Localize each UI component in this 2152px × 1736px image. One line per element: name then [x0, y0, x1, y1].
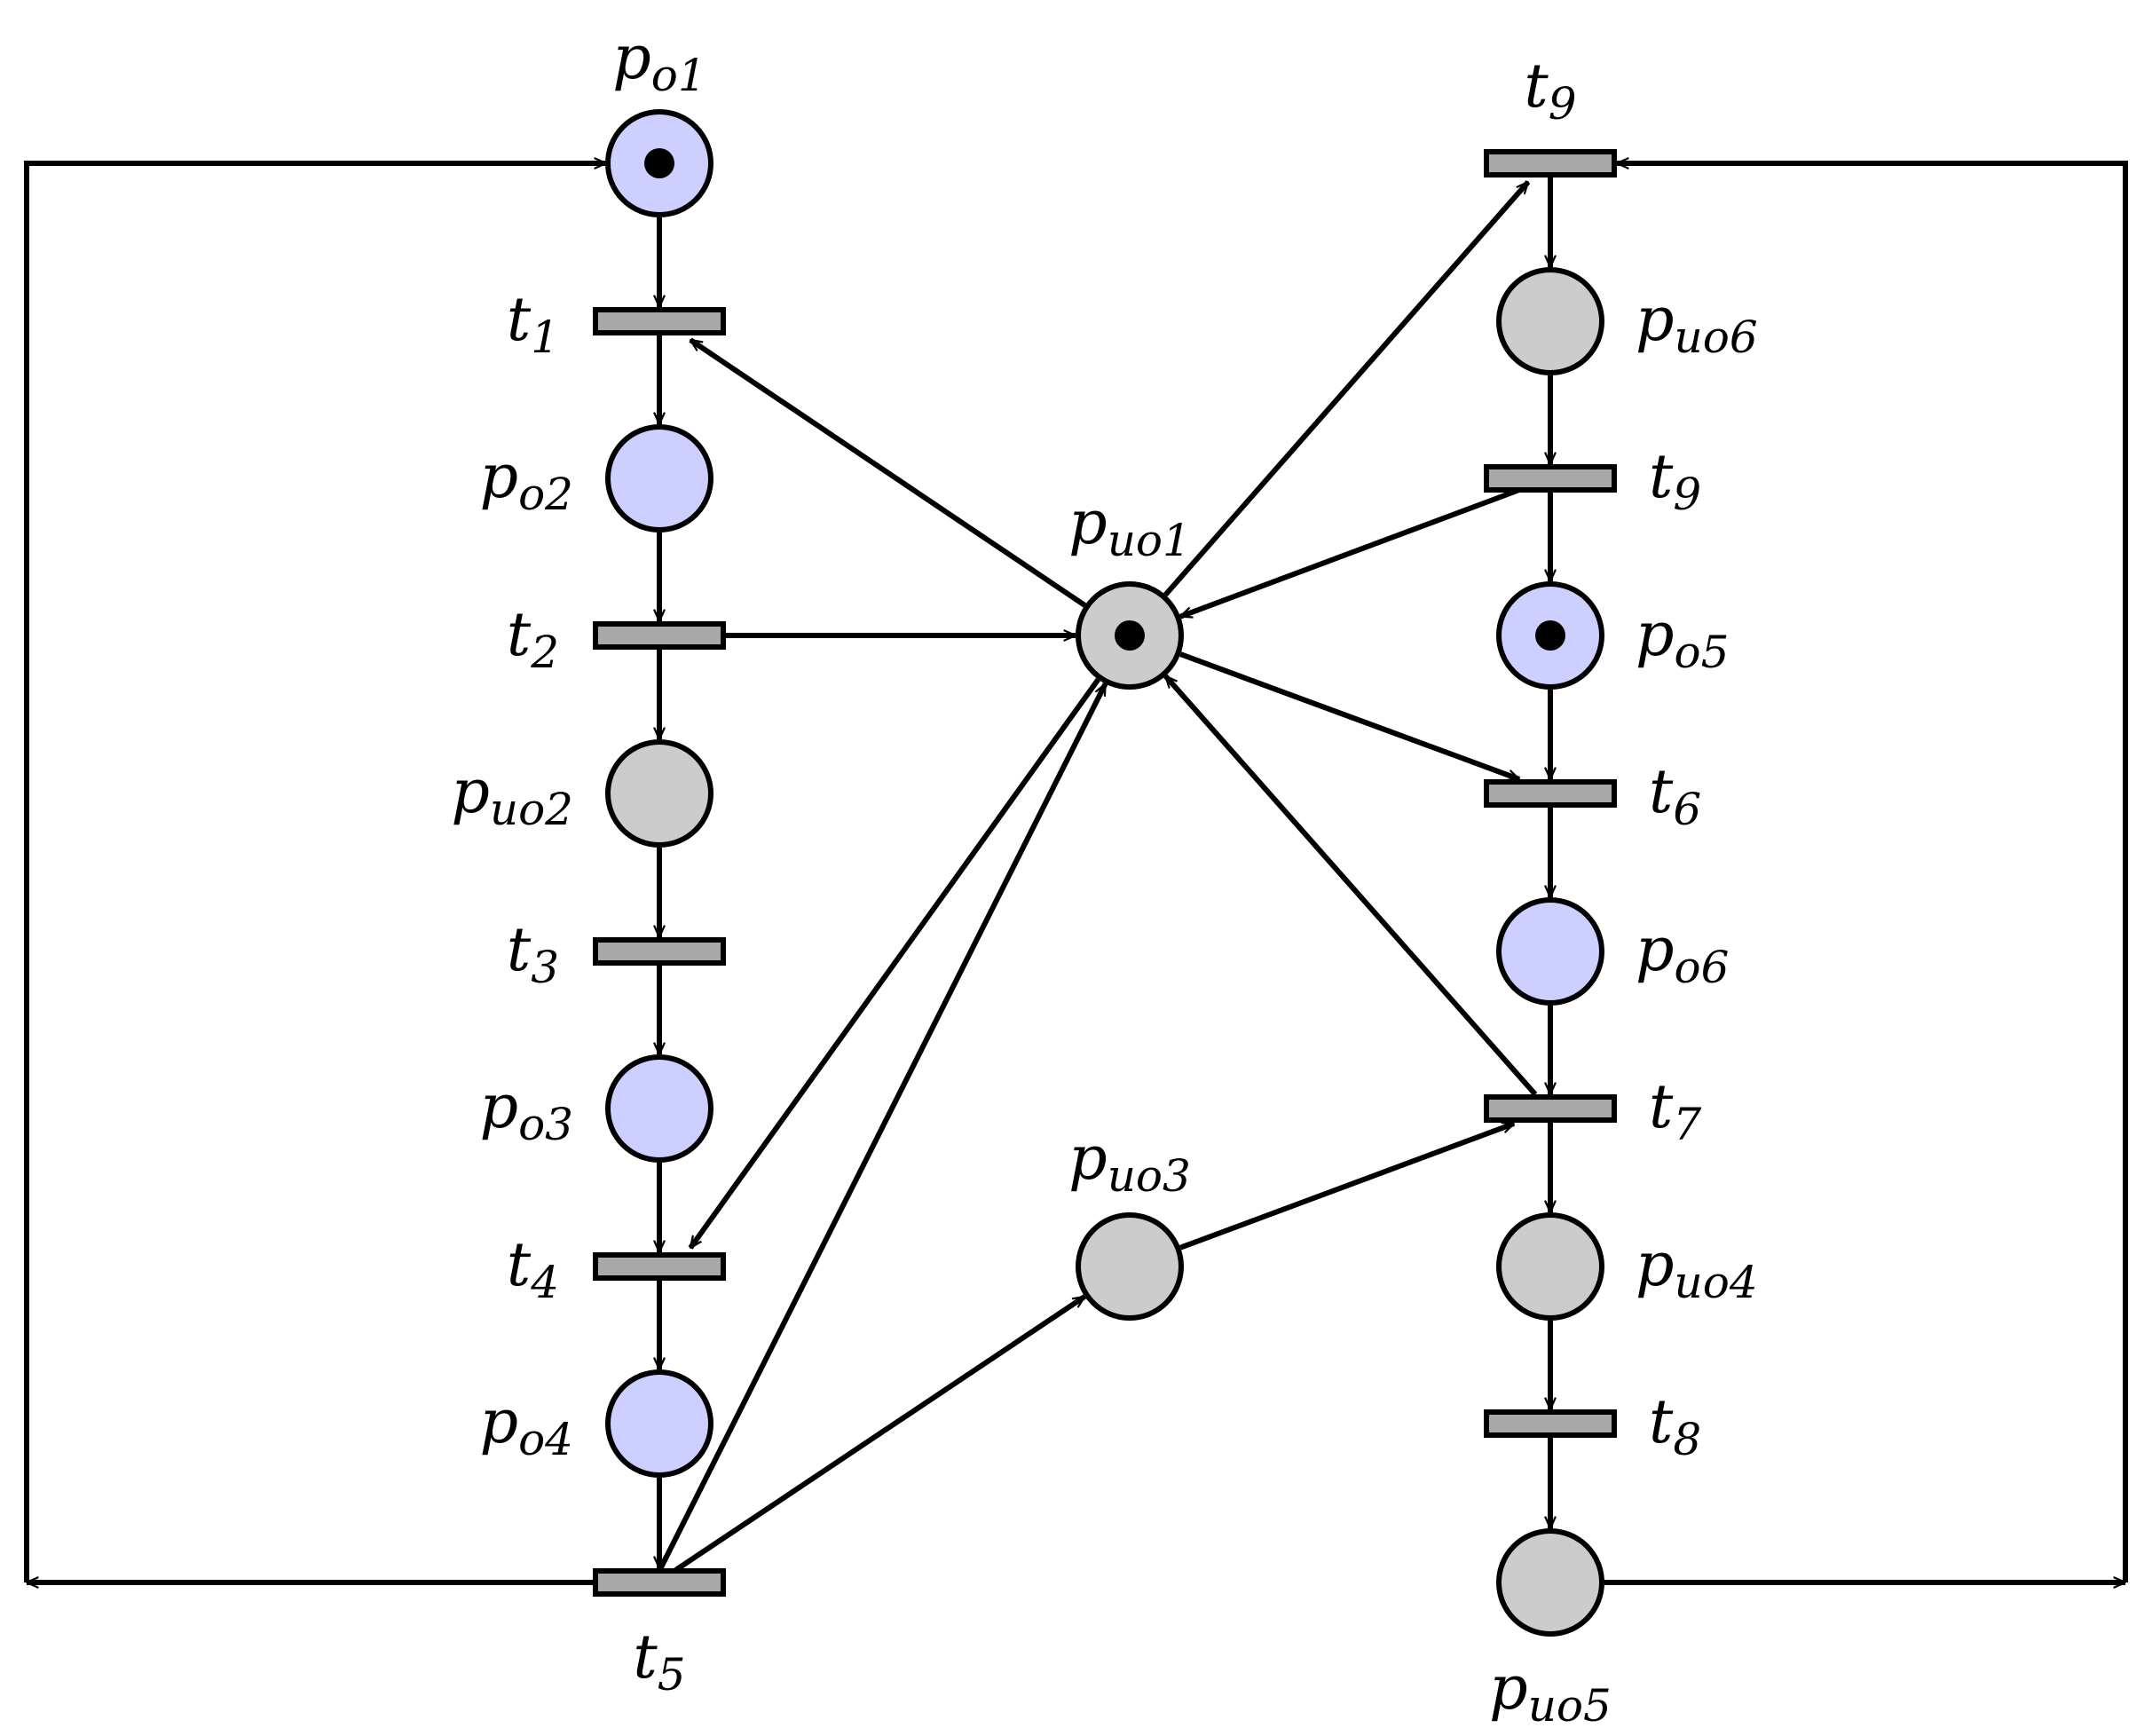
labels-layer: po1 po2 puo2 po3 po4 puo1 puo3 puo6 po5 po6 puo4 pu… — [451, 23, 1757, 1732]
place-po3 — [605, 1054, 713, 1163]
place-po2 — [605, 424, 713, 533]
arcs-layer — [24, 163, 2128, 1582]
place-po6 — [1496, 897, 1604, 1006]
token-po5 — [1535, 620, 1565, 651]
arc-t7-puo1 — [1163, 674, 1538, 1096]
token-puo1 — [1115, 620, 1145, 651]
arc-puo1-t4 — [688, 677, 1100, 1250]
label-puo6: puo6 — [1636, 285, 1758, 363]
arc-t5-puo3 — [673, 1294, 1086, 1574]
label-puo3: puo3 — [1068, 1124, 1191, 1202]
place-po4 — [605, 1369, 713, 1478]
label-t8: t8 — [1649, 1387, 1701, 1465]
transition-t5 — [593, 1568, 726, 1597]
transition-t1 — [593, 307, 726, 335]
transition-t9a — [1484, 149, 1617, 178]
transition-t2 — [593, 621, 726, 650]
transition-t3 — [593, 937, 726, 966]
transition-t6 — [1484, 779, 1617, 808]
label-t9b: t9 — [1649, 442, 1701, 520]
label-t5: t5 — [633, 1622, 685, 1700]
place-puo4 — [1496, 1212, 1604, 1321]
label-t1: t1 — [507, 285, 559, 363]
transition-t9b — [1484, 464, 1617, 493]
transition-t8 — [1484, 1409, 1617, 1438]
label-po6: po6 — [1636, 915, 1729, 993]
label-po1: po1 — [612, 23, 706, 101]
transition-t7 — [1484, 1094, 1617, 1123]
label-t9a: t9 — [1524, 51, 1576, 130]
label-t7: t7 — [1649, 1072, 1701, 1150]
label-po4: po4 — [480, 1387, 573, 1465]
transition-t4 — [593, 1252, 726, 1281]
label-puo2: puo2 — [451, 757, 573, 835]
arc-puo1-t9a — [1163, 180, 1531, 597]
label-puo4: puo4 — [1636, 1230, 1758, 1308]
label-t3: t3 — [507, 915, 559, 993]
label-po3: po3 — [480, 1072, 573, 1150]
arc-t5-puo1 — [657, 683, 1108, 1573]
arc-t5-po1 — [24, 163, 606, 1582]
label-puo5: puo5 — [1489, 1653, 1612, 1732]
place-puo5 — [1496, 1528, 1604, 1637]
label-t4: t4 — [507, 1230, 559, 1308]
place-puo6 — [1496, 267, 1604, 375]
place-puo3 — [1076, 1212, 1184, 1321]
label-po5: po5 — [1636, 600, 1729, 678]
arc-puo1-t1 — [689, 337, 1087, 608]
arc-t9b-puo1 — [1180, 487, 1521, 619]
label-t6: t6 — [1649, 757, 1701, 835]
nodes-layer — [593, 109, 1617, 1637]
arc-puo5-t9a — [1617, 163, 2128, 1582]
label-po2: po2 — [480, 442, 573, 520]
place-puo2 — [605, 739, 713, 848]
arc-puo3-t7 — [1179, 1121, 1514, 1251]
arc-puo1-t6 — [1179, 651, 1519, 782]
token-po1 — [644, 148, 674, 178]
label-puo1: puo1 — [1068, 488, 1191, 566]
label-t2: t2 — [507, 600, 559, 678]
